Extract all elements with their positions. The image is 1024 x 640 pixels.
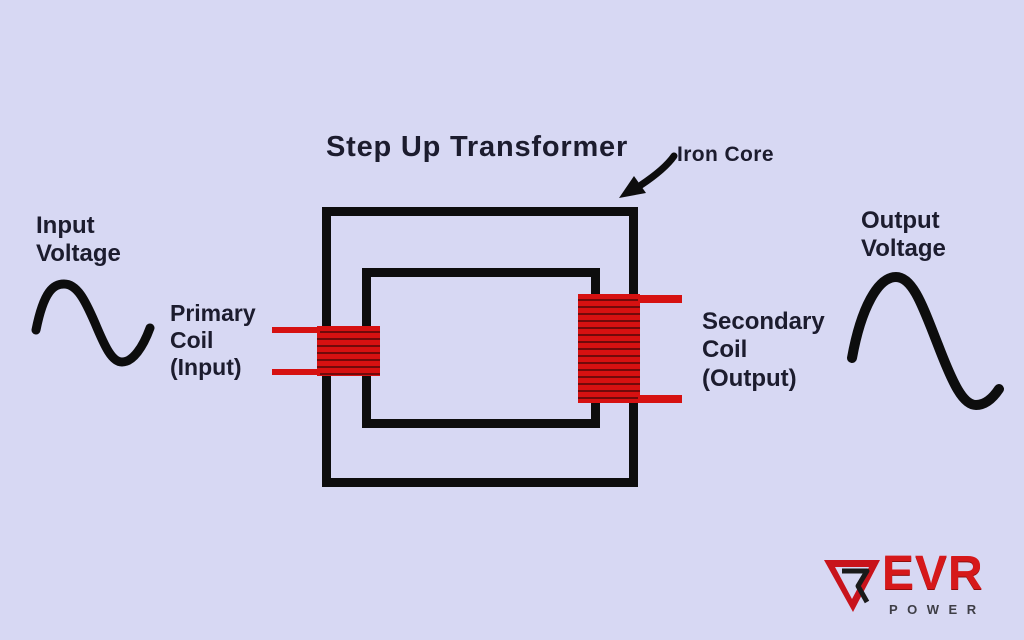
iron-core-inner-rect	[362, 268, 600, 428]
secondary-lead-top	[638, 295, 682, 303]
primary-coil-label: Primary Coil (Input)	[170, 300, 256, 381]
primary-lead-top	[272, 327, 320, 333]
iron-core-arrow-shaft	[637, 152, 678, 189]
iron-core-label: Iron Core	[677, 143, 774, 166]
diagram-title: Step Up Transformer	[326, 131, 629, 163]
iron-core-arrowhead-icon	[619, 176, 646, 198]
secondary-coil-winding	[578, 294, 640, 403]
logo-brand-text: EVR	[882, 547, 984, 600]
input-sine-wave-icon	[31, 279, 155, 367]
evr-power-logo: EVR POWER	[820, 547, 1020, 630]
output-voltage-label: Output Voltage	[861, 207, 946, 263]
primary-coil-winding	[317, 326, 380, 376]
input-voltage-label: Input Voltage	[36, 212, 121, 268]
secondary-lead-bottom	[638, 395, 682, 403]
secondary-coil-label: Secondary Coil (Output)	[702, 308, 825, 392]
output-sine-wave-icon	[847, 271, 1004, 411]
evr-triangle-emblem-icon	[824, 560, 880, 612]
logo-subtext: POWER	[889, 602, 986, 617]
primary-lead-bottom	[272, 369, 320, 375]
